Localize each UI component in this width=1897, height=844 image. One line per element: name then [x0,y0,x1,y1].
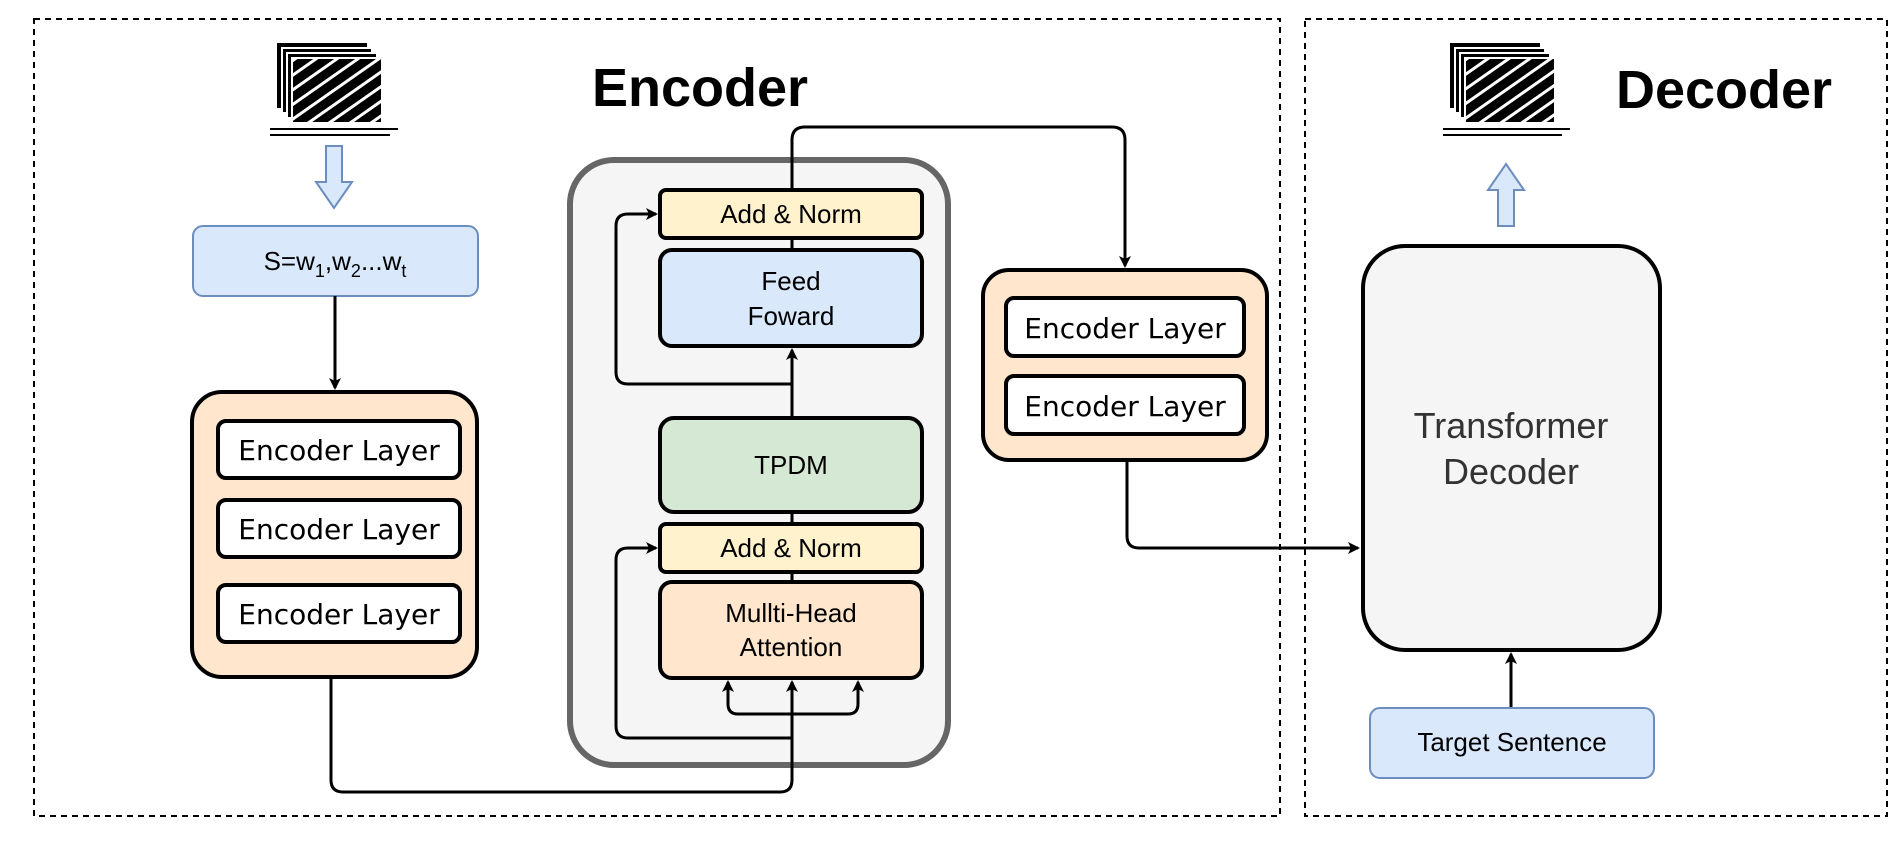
encoder-region [33,18,1281,817]
svg-text:Target Sentence: Target Sentence [1417,727,1606,757]
input-sequence-mid1: ,w [325,246,351,276]
attention-line2: Attention [740,632,843,662]
encoder-title: Encoder [592,58,808,118]
feed-forward-line1: Feed [761,266,820,296]
left-encoder-stack: Encoder Layer Encoder Layer Encoder Laye… [190,390,479,679]
right-stack-layer-1: Encoder Layer [1024,312,1226,345]
left-stack-layer-3: Encoder Layer [238,598,440,631]
arrow-encoder-to-decoder [1125,460,1360,554]
transformer-decoder-box: Transformer Decoder [1361,244,1662,652]
input-sequence-subt: t [401,261,406,281]
left-stack-layer-1: Encoder Layer [238,434,440,467]
feed-forward-line2: Foward [748,301,835,331]
left-stack-layer-2: Encoder Layer [238,513,440,546]
transformer-decoder-line1: Transformer [1414,405,1609,446]
target-sentence-box: Target Sentence [1369,707,1655,779]
input-sequence-sub2: 2 [351,261,361,281]
tpdm-box: TPDM [658,416,924,514]
add-norm-bottom: Add & Norm [658,522,924,574]
attention-line1: Mullti-Head [725,598,857,628]
feed-forward-box: Feed Foward [658,248,924,348]
input-sequence-box: S=w1,w2...wt [192,225,479,297]
right-encoder-stack: Encoder Layer Encoder Layer [981,268,1269,462]
input-sequence-base: S=w [264,246,316,276]
document-stack-icon [270,43,398,136]
multi-head-attention-box: Mullti-Head Attention [658,580,924,680]
down-arrow-icon [314,145,354,210]
transformer-decoder-line2: Decoder [1443,451,1579,492]
svg-text:TPDM: TPDM [754,450,828,480]
panel-connectors [329,125,1131,794]
svg-text:Add & Norm: Add & Norm [720,533,862,563]
right-stack-layer-2: Encoder Layer [1024,390,1226,423]
up-arrow-icon [1486,162,1526,227]
svg-text:S=w1,w2...wt: S=w1,w2...wt [264,246,407,281]
input-sequence-mid2: ...w [361,246,402,276]
svg-text:Add & Norm: Add & Norm [720,199,862,229]
decoder-title: Decoder [1616,60,1832,120]
document-stack-icon [1443,43,1570,136]
add-norm-top: Add & Norm [658,188,924,240]
input-sequence-sub1: 1 [315,261,325,281]
decoder-region [1304,18,1888,817]
